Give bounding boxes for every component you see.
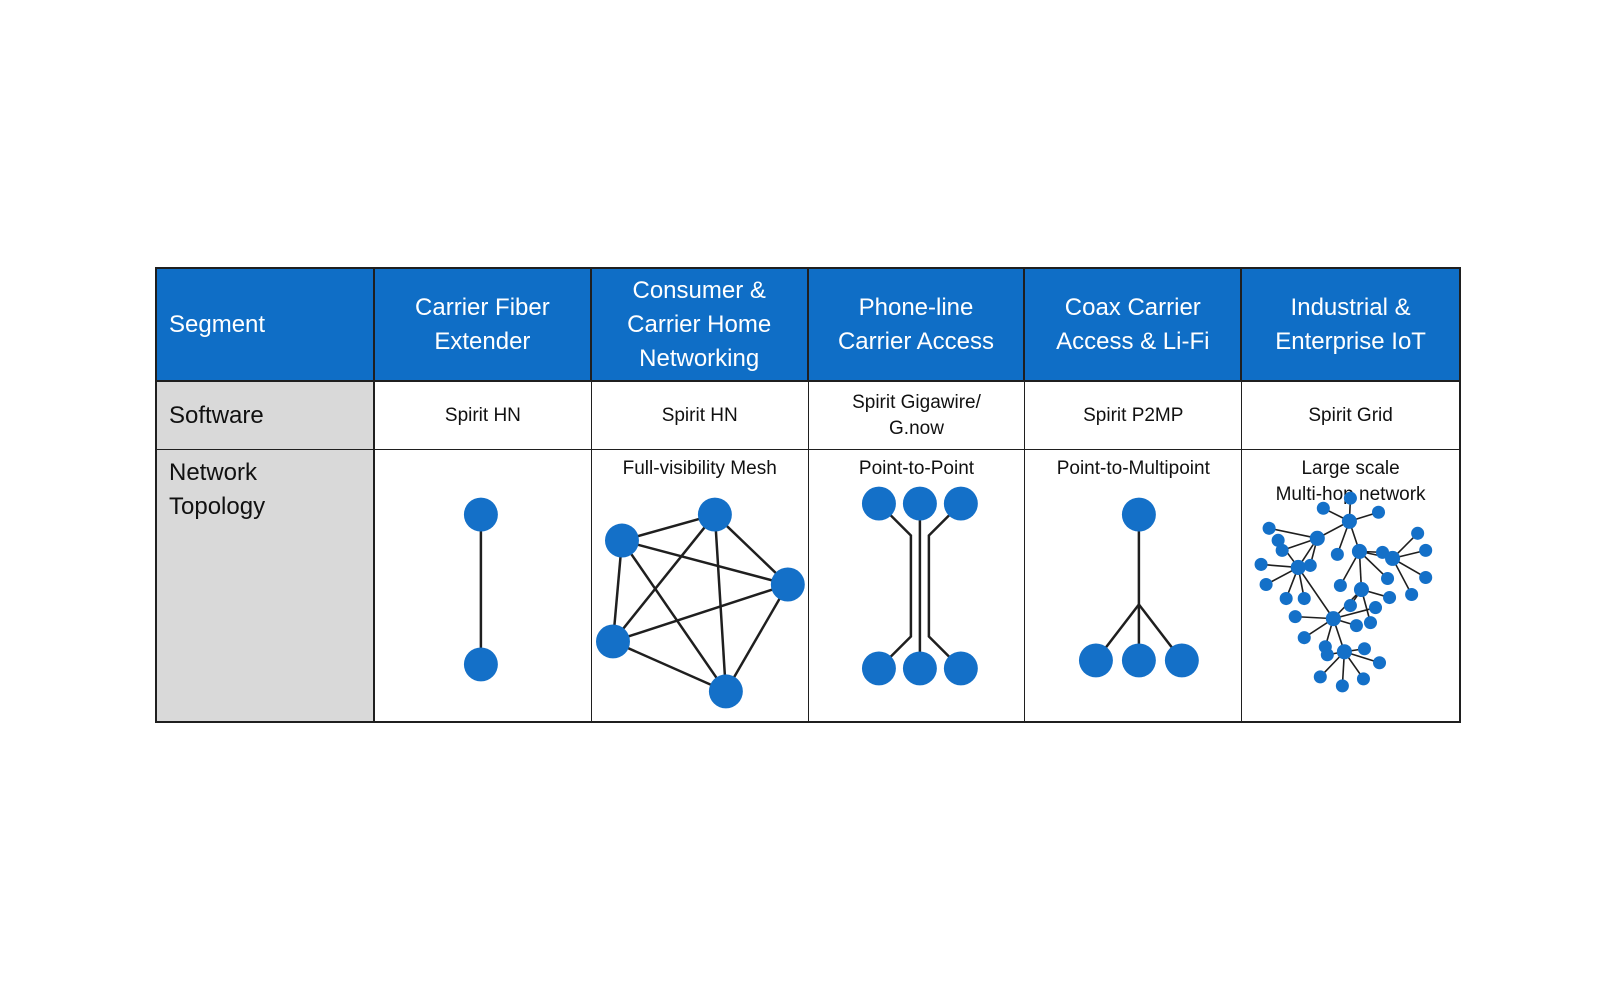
software-value-1: Spirit HN [444, 404, 521, 426]
header-col-2: Consumer & Carrier Home Networking [591, 269, 809, 382]
tree-node [1326, 611, 1342, 627]
tree-node [1344, 599, 1358, 613]
header-col-5: Industrial & Enterprise IoT [1242, 269, 1459, 382]
tree-node [1381, 571, 1395, 585]
header-segment: Segment [157, 269, 375, 382]
tree-node [1288, 610, 1302, 624]
header-col-5-label: Industrial & Enterprise IoT [1275, 293, 1426, 355]
header-col-1: Carrier Fiber Extender [375, 269, 592, 382]
software-cell-5: Spirit Grid [1242, 382, 1459, 450]
topology-cell-2: Full-visibility Mesh [591, 450, 809, 721]
header-col-3-label: Phone-line Carrier Access [837, 293, 995, 355]
tree-node [1275, 543, 1289, 557]
full-mesh-icon [595, 497, 805, 709]
tree-node [1358, 642, 1372, 656]
tree-node [1385, 550, 1401, 566]
software-cell-3: Spirit Gigawire/ G.now [808, 382, 1026, 450]
tree-node [1419, 570, 1433, 584]
tree-node [1354, 581, 1370, 598]
tree-node [1350, 619, 1364, 633]
tree-node [1357, 672, 1371, 686]
tree-node [1271, 533, 1285, 547]
tree-node [1309, 530, 1325, 546]
tree-node [1373, 656, 1387, 670]
parallel-point-to-point-icon [861, 486, 978, 686]
tree-node [1279, 592, 1293, 606]
tree-link [1269, 527, 1318, 540]
tree-node [1320, 648, 1335, 662]
software-cell-2: Spirit HN [591, 382, 809, 450]
topology-cell-1 [375, 450, 592, 721]
point-to-multipoint-icon [1079, 497, 1200, 678]
tree-node [1344, 491, 1358, 505]
tree-node [1405, 588, 1419, 602]
header-col-1-label: Carrier Fiber Extender [415, 293, 550, 355]
multi-hop-tree-icon [1254, 491, 1433, 693]
header-col-4: Coax Carrier Access & Li-Fi [1025, 269, 1243, 382]
tree-node [1411, 526, 1425, 540]
tree-node [1259, 577, 1273, 592]
software-value-3: Spirit Gigawire/ G.now [852, 391, 981, 439]
topology-cell-5: Large scale Multi-hop network [1242, 450, 1459, 721]
tree-node [1297, 592, 1311, 606]
header-segment-label: Segment [169, 310, 266, 338]
tree-node [1313, 670, 1328, 684]
tree-node [1342, 513, 1358, 529]
point-to-point-link-icon [463, 497, 498, 682]
topology-label-text: Network Topology [169, 459, 266, 520]
topology-row-label: Network Topology [157, 450, 375, 721]
tree-node [1336, 679, 1350, 693]
topology-title-5: Large scale Multi-hop network [1275, 458, 1426, 505]
tree-node [1364, 616, 1378, 630]
tree-node [1369, 601, 1383, 615]
header-col-2-label: Consumer & Carrier Home Networking [627, 276, 772, 372]
software-value-2: Spirit HN [661, 404, 738, 426]
topology-title-4: Point-to-Multipoint [1056, 458, 1210, 479]
tree-node [1337, 644, 1353, 660]
tree-node [1290, 559, 1306, 575]
software-cell-4: Spirit P2MP [1025, 382, 1243, 450]
header-col-3: Phone-line Carrier Access [808, 269, 1026, 382]
topology-title-2: Full-visibility Mesh [622, 458, 777, 479]
tree-node [1372, 505, 1386, 519]
topology-cell-3: Point-to-Point [808, 450, 1026, 721]
segment-table: Segment Carrier Fiber Extender Consumer … [155, 267, 1461, 723]
software-value-4: Spirit P2MP [1083, 404, 1184, 426]
tree-node [1297, 631, 1311, 645]
software-value-5: Spirit Grid [1308, 404, 1393, 426]
tree-node [1383, 591, 1397, 605]
tree-node [1254, 557, 1268, 571]
tree-link [1297, 566, 1335, 620]
topology-title-3: Point-to-Point [858, 458, 975, 479]
software-cell-1: Spirit HN [375, 382, 592, 450]
tree-node [1316, 501, 1331, 515]
tree-node [1352, 543, 1368, 559]
header-col-4-label: Coax Carrier Access & Li-Fi [1056, 293, 1210, 355]
tree-node [1334, 578, 1348, 593]
topology-cell-4: Point-to-Multipoint [1025, 450, 1243, 721]
tree-node [1331, 547, 1345, 561]
software-label-text: Software [169, 401, 264, 429]
tree-node [1419, 543, 1433, 557]
tree-node [1303, 558, 1317, 572]
software-row-label: Software [157, 382, 375, 450]
tree-node [1262, 521, 1276, 535]
